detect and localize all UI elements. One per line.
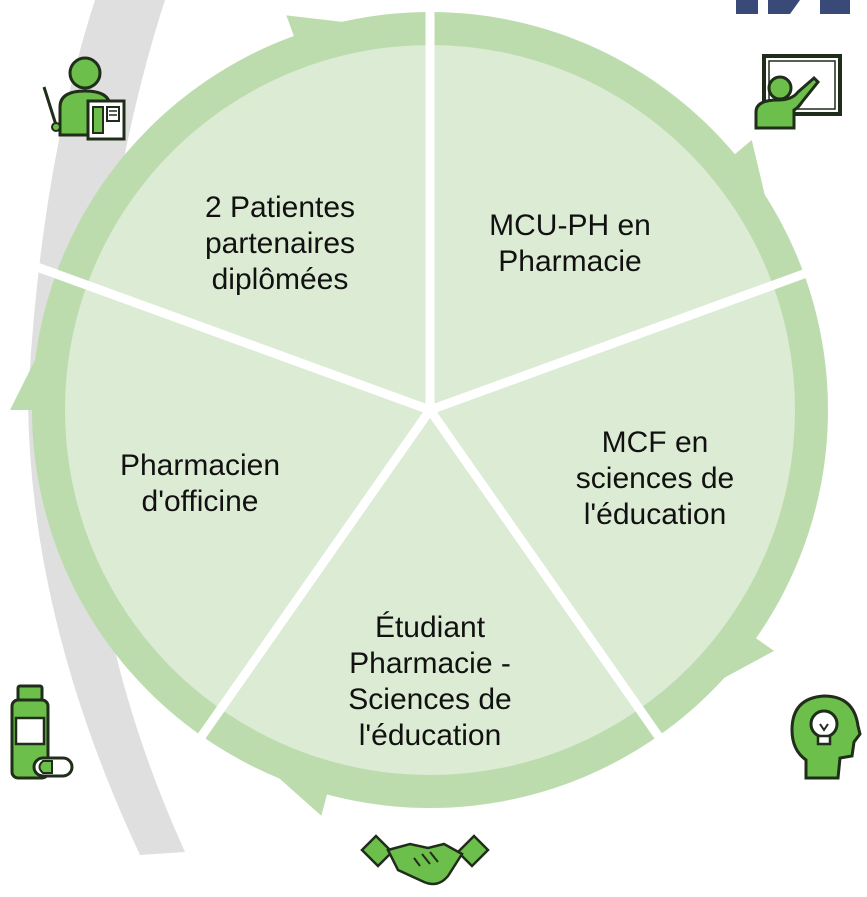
ring-arrow-head: [670, 607, 775, 707]
ring-arrow-head: [693, 140, 779, 255]
segment-separator: [185, 407, 434, 757]
handshake-icon: [360, 834, 490, 886]
segment-separator: [428, 262, 827, 415]
segment-label-mcu: MCU-PH en Pharmacie: [489, 209, 651, 278]
segment-separators: [33, 0, 827, 757]
ring-arrow-head: [233, 737, 341, 816]
medicine-bottle-icon: [10, 684, 74, 780]
segment-label-patients: 2 Patientes partenaires diplômées: [204, 191, 356, 296]
head-lightbulb-icon: [790, 694, 862, 780]
segment-label-mcf: MCF en sciences de l'éducation: [575, 426, 735, 531]
segment-separator: [33, 262, 432, 415]
teacher-icon: [42, 56, 126, 141]
presentation-icon: [754, 54, 842, 130]
segment-label-pharmacien: Pharmacien d'officine: [119, 449, 281, 518]
background-arc: [28, 0, 185, 855]
segment-separator: [426, 407, 675, 757]
segment-label-etudiant: Étudiant Pharmacie - Sciences de l'éduca…: [348, 611, 512, 752]
corner-accent: [736, 0, 850, 14]
